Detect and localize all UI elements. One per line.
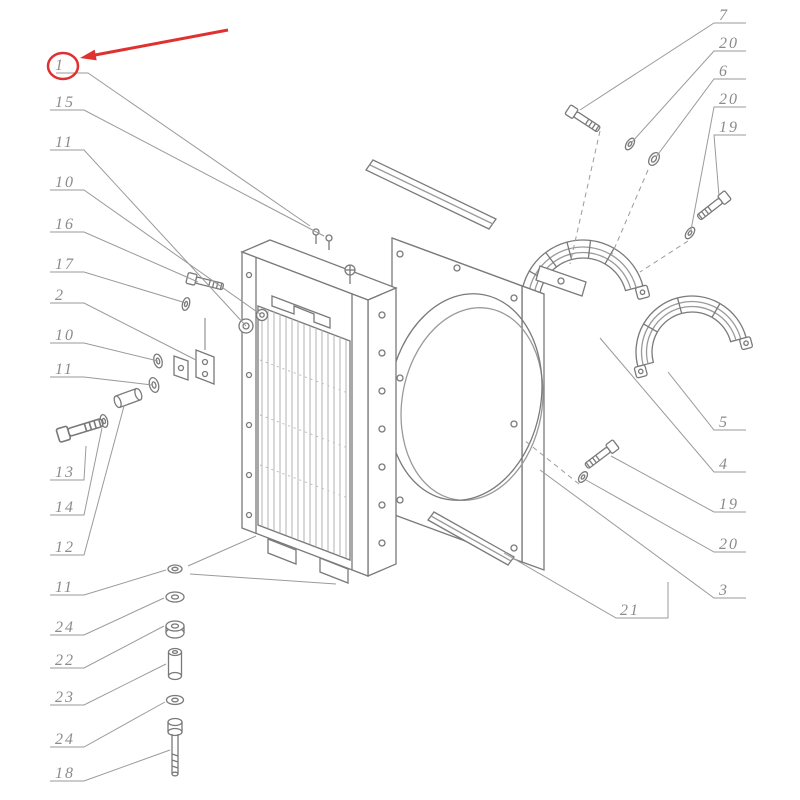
callout-part-21: 21 [620,602,640,619]
bolt-18 [167,717,183,777]
bolt-16 [185,272,225,291]
bolt-13 [55,418,104,443]
washer-11 [148,377,160,393]
spacer-12 [113,387,143,409]
red-arrow-shaft [94,28,229,57]
callout-part-20-c: 20 [719,536,739,553]
fan-guard-segment-outer [633,295,754,379]
washer-20-c [577,471,589,483]
callout-part-24-b: 24 [55,731,75,748]
seal-strip-top [365,159,497,230]
grommet-22 [165,620,185,639]
bolt-19-b [584,439,620,469]
washer-20-b [684,226,696,240]
red-arrow-head [80,49,97,61]
callout-part-6: 6 [719,63,729,80]
callout-part-15: 15 [55,94,75,111]
washer-10 [153,353,163,369]
callout-part-23: 23 [55,689,75,706]
leader-lines [50,22,746,782]
callout-part-11-b: 11 [55,361,74,378]
callout-part-13: 13 [55,464,75,481]
callout-part-11-a: 11 [55,134,74,151]
fan-shroud [387,237,587,571]
washer-11-stack [167,564,183,574]
callout-part-17: 17 [55,256,75,273]
callout-part-10-b: 10 [55,327,75,344]
spacer-23 [167,647,183,681]
callout-part-24-a: 24 [55,619,75,636]
callout-part-12: 12 [55,539,75,556]
callout-part-3: 3 [719,582,729,599]
tank-bracket [271,295,331,329]
mount-hardware-stack [165,564,185,777]
callout-part-10-a: 10 [55,174,75,191]
callout-part-1: 1 [55,57,65,74]
washer-24-upper [165,591,185,603]
filler-cap [344,264,356,284]
assembly-dashed-lines [523,130,689,485]
callout-part-18: 18 [55,765,75,782]
washer-17 [181,297,191,311]
bolt-19-a [696,190,732,221]
washer-24-lower [165,694,185,706]
callout-part-5: 5 [719,414,729,431]
bolt-7 [564,104,601,132]
radiator [238,228,398,584]
callout-part-4: 4 [719,456,729,473]
left-fasteners [55,272,225,443]
bracket-2 [173,318,215,385]
callout-part-20-a: 20 [719,35,739,52]
callout-part-22: 22 [55,652,75,669]
highlight-annotation [46,28,229,81]
callout-part-16: 16 [55,216,75,233]
callout-part-7: 7 [719,7,729,24]
callout-part-14: 14 [55,499,75,516]
callout-part-20-b: 20 [719,91,739,108]
callout-part-11-c: 11 [55,579,74,596]
callout-part-2: 2 [55,287,65,304]
right-fasteners [564,104,732,483]
radiator-core [257,305,351,561]
red-highlight-circle [46,51,80,81]
callout-part-19-b: 19 [719,496,739,513]
callout-part-19-a: 19 [719,119,739,136]
seal-strip-bottom [427,511,515,566]
